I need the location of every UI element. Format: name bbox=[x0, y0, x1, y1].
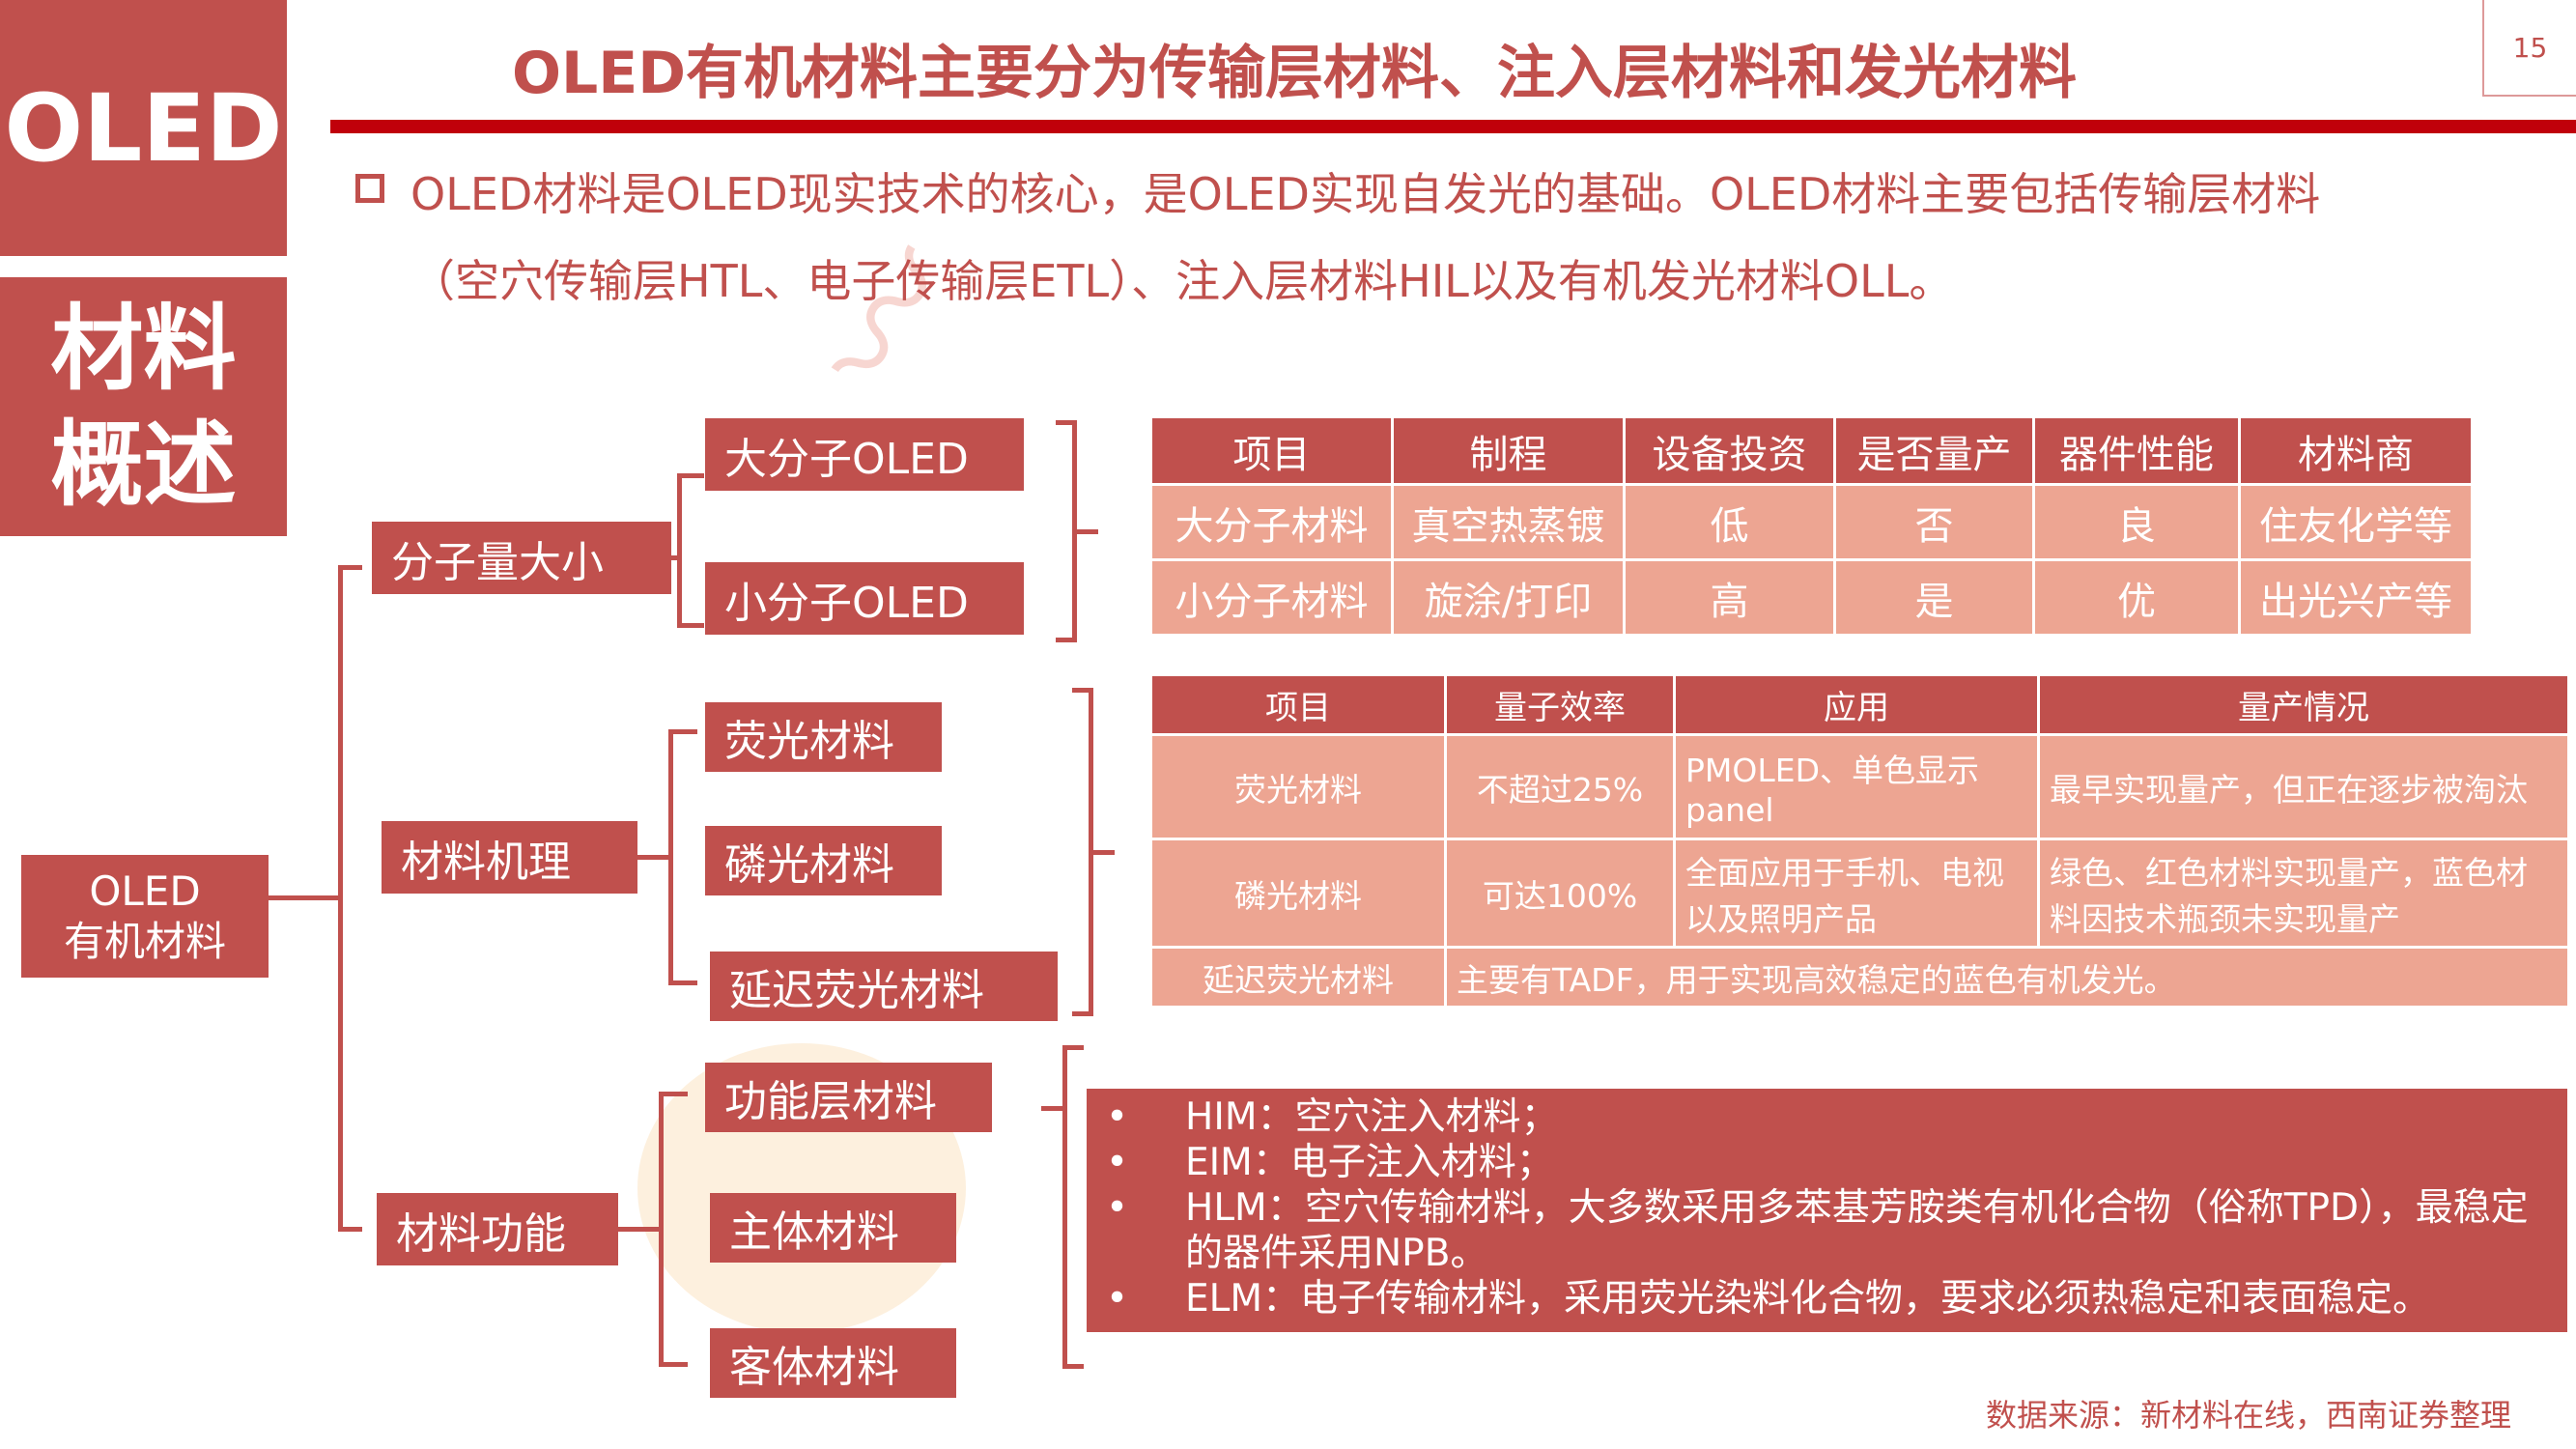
table-header: 设备投资 bbox=[1623, 415, 1836, 486]
table-row: 小分子材料 旋涂/打印 高 是 优 出光兴产等 bbox=[1149, 558, 2474, 637]
table-cell: 良 bbox=[2032, 483, 2241, 561]
table-cell: 是 bbox=[1833, 558, 2035, 637]
bracket-function bbox=[659, 1092, 688, 1367]
connector bbox=[618, 1227, 659, 1232]
table-cell: 高 bbox=[1623, 558, 1836, 637]
side-label-overview: 材料 概述 bbox=[0, 277, 287, 536]
table-cell: 主要有TADF，用于实现高效稳定的蓝色有机发光。 bbox=[1444, 946, 2570, 1009]
table-cell: PMOLED、单色显示panel bbox=[1673, 733, 2040, 840]
table-header: 是否量产 bbox=[1833, 415, 2035, 486]
table-header: 制程 bbox=[1391, 415, 1626, 486]
table-cell: 全面应用于手机、电视以及照明产品 bbox=[1673, 838, 2040, 949]
tree-root-line2: 有机材料 bbox=[63, 917, 226, 965]
table-header: 量产情况 bbox=[2037, 673, 2570, 736]
bullet-dot: • bbox=[1106, 1186, 1129, 1230]
table-cell: 旋涂/打印 bbox=[1391, 558, 1626, 637]
watermark: 〰 bbox=[781, 213, 1002, 426]
node-large-molecule: 大分子OLED bbox=[705, 418, 1024, 491]
table-header: 应用 bbox=[1673, 673, 2040, 736]
node-molecular-size: 分子量大小 bbox=[372, 522, 671, 594]
title-underline bbox=[330, 120, 2576, 133]
table-cell: 优 bbox=[2032, 558, 2241, 637]
connector bbox=[1041, 1106, 1062, 1111]
list-item: • HIM：空穴注入材料； bbox=[1106, 1094, 2548, 1140]
table-mechanism: 项目 量子效率 应用 量产情况 荧光材料 不超过25% PMOLED、单色显示p… bbox=[1149, 673, 2570, 1009]
table-cell: 住友化学等 bbox=[2238, 483, 2474, 561]
bracket-mechanism bbox=[668, 729, 697, 985]
table-cell: 绿色、红色材料实现量产，蓝色材料因技术瓶颈未实现量产 bbox=[2037, 838, 2570, 949]
table-cell: 低 bbox=[1623, 483, 1836, 561]
table-row: 大分子材料 真空热蒸镀 低 否 良 住友化学等 bbox=[1149, 483, 2474, 561]
bullet-square bbox=[355, 174, 384, 203]
node-small-molecule: 小分子OLED bbox=[705, 562, 1024, 635]
table-cell: 荧光材料 bbox=[1149, 733, 1447, 840]
table-molecular: 项目 制程 设备投资 是否量产 器件性能 材料商 大分子材料 真空热蒸镀 低 否… bbox=[1149, 415, 2474, 637]
list-item: • EIM：电子注入材料； bbox=[1106, 1140, 2548, 1185]
bullet-dot: • bbox=[1106, 1095, 1129, 1139]
table-header-row: 项目 量子效率 应用 量产情况 bbox=[1149, 673, 2570, 736]
list-item-text: EIM：电子注入材料； bbox=[1185, 1141, 1554, 1184]
node-function: 材料功能 bbox=[377, 1193, 618, 1265]
tree-root: OLED 有机材料 bbox=[21, 855, 269, 978]
table-row: 荧光材料 不超过25% PMOLED、单色显示panel 最早实现量产，但正在逐… bbox=[1149, 733, 2570, 840]
table-header-row: 项目 制程 设备投资 是否量产 器件性能 材料商 bbox=[1149, 415, 2474, 486]
connector bbox=[637, 855, 668, 860]
node-delayed-fluorescent: 延迟荧光材料 bbox=[710, 952, 1058, 1021]
tree-root-line1: OLED bbox=[89, 867, 201, 915]
page-number: 15 bbox=[2482, 0, 2576, 97]
connector bbox=[1077, 529, 1098, 534]
bracket-molecular bbox=[677, 473, 704, 628]
node-functional-layer: 功能层材料 bbox=[705, 1063, 992, 1132]
node-mechanism: 材料机理 bbox=[382, 821, 637, 894]
table-cell: 出光兴产等 bbox=[2238, 558, 2474, 637]
intro-line-2: （空穴传输层HTL、电子传输层ETL）、注入层材料HIL以及有机发光材料OLL。 bbox=[410, 255, 1954, 307]
table-header: 量子效率 bbox=[1444, 673, 1676, 736]
connector bbox=[1093, 850, 1115, 855]
bracket-function-list bbox=[1062, 1045, 1084, 1369]
function-list-box: • HIM：空穴注入材料； • EIM：电子注入材料； • HLM：空穴传输材料… bbox=[1087, 1089, 2567, 1332]
table-cell: 可达100% bbox=[1444, 838, 1676, 949]
table-header: 材料商 bbox=[2238, 415, 2474, 486]
list-item-text: HLM：空穴传输材料，大多数采用多苯基芳胺类有机化合物（俗称TPD），最稳定的器… bbox=[1185, 1186, 2529, 1275]
bullet-dot: • bbox=[1106, 1277, 1129, 1321]
table-cell: 否 bbox=[1833, 483, 2035, 561]
side-label-line2: 概述 bbox=[50, 411, 237, 519]
node-phosphorescent: 磷光材料 bbox=[705, 826, 942, 895]
table-cell: 最早实现量产，但正在逐步被淘汰 bbox=[2037, 733, 2570, 840]
table-cell: 大分子材料 bbox=[1149, 483, 1394, 561]
node-guest: 客体材料 bbox=[710, 1328, 956, 1398]
connector bbox=[269, 895, 338, 900]
page-title: OLED有机材料主要分为传输层材料、注入层材料和发光材料 bbox=[511, 39, 2078, 107]
table-header: 项目 bbox=[1149, 415, 1394, 486]
list-item-text: ELM：电子传输材料，采用荧光染料化合物，要求必须热稳定和表面稳定。 bbox=[1185, 1277, 2431, 1321]
node-host: 主体材料 bbox=[710, 1193, 956, 1263]
side-label-oled: OLED bbox=[0, 0, 287, 256]
table-header: 器件性能 bbox=[2032, 415, 2241, 486]
bracket-level1 bbox=[338, 565, 362, 1232]
intro-line-1: OLED材料是OLED现实技术的核心，是OLED实现自发光的基础。OLED材料主… bbox=[410, 168, 2321, 220]
list-item-text: HIM：空穴注入材料； bbox=[1185, 1095, 1559, 1139]
source-note: 数据来源：新材料在线，西南证券整理 bbox=[1985, 1397, 2511, 1434]
table-cell: 磷光材料 bbox=[1149, 838, 1447, 949]
list-item: • HLM：空穴传输材料，大多数采用多苯基芳胺类有机化合物（俗称TPD），最稳定… bbox=[1106, 1185, 2548, 1276]
list-item: • ELM：电子传输材料，采用荧光染料化合物，要求必须热稳定和表面稳定。 bbox=[1106, 1276, 2548, 1321]
bracket-table-mechanism bbox=[1072, 688, 1093, 1016]
table-header: 项目 bbox=[1149, 673, 1447, 736]
table-cell: 小分子材料 bbox=[1149, 558, 1394, 637]
side-label-line1: 材料 bbox=[50, 295, 237, 403]
table-cell: 真空热蒸镀 bbox=[1391, 483, 1626, 561]
connector bbox=[671, 555, 677, 560]
table-row: 磷光材料 可达100% 全面应用于手机、电视以及照明产品 绿色、红色材料实现量产… bbox=[1149, 838, 2570, 949]
node-fluorescent: 荧光材料 bbox=[705, 702, 942, 772]
table-row: 延迟荧光材料 主要有TADF，用于实现高效稳定的蓝色有机发光。 bbox=[1149, 946, 2570, 1009]
bullet-dot: • bbox=[1106, 1141, 1129, 1184]
bracket-table-molecular bbox=[1056, 420, 1077, 642]
table-cell: 延迟荧光材料 bbox=[1149, 946, 1447, 1009]
table-cell: 不超过25% bbox=[1444, 733, 1676, 840]
